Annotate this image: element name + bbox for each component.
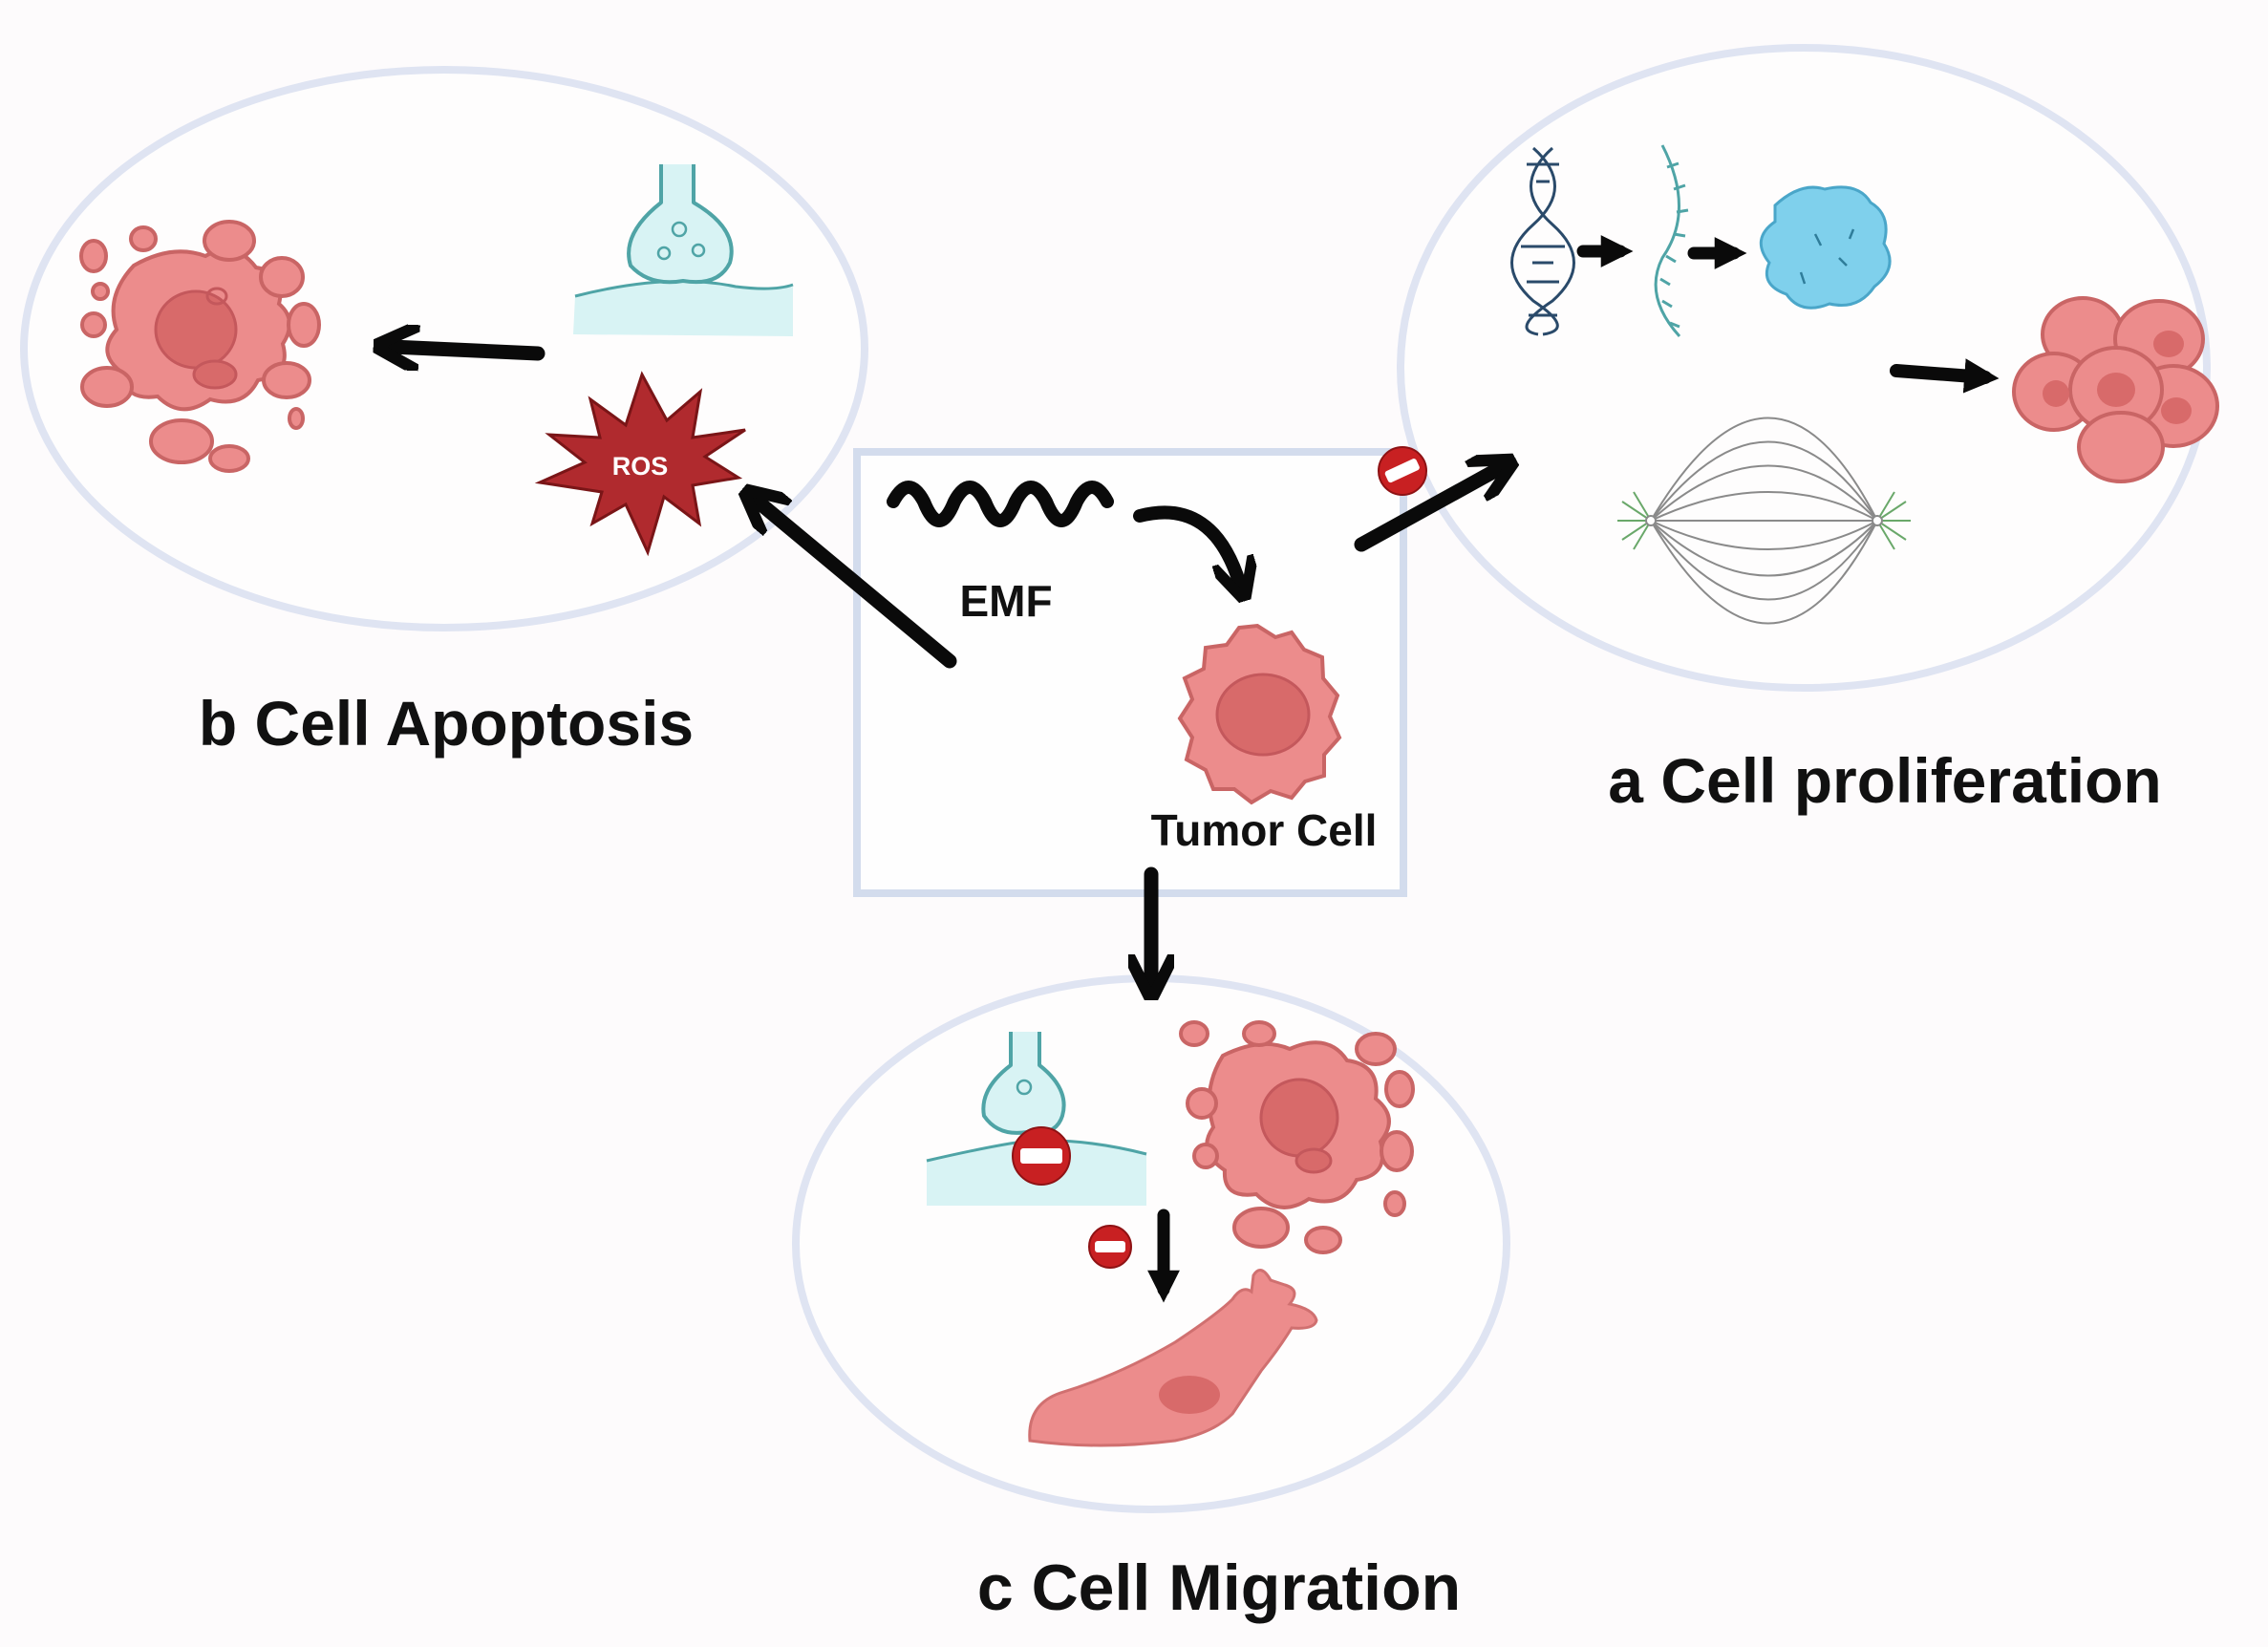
arrow-to-apoptosis [757,501,957,669]
inhibit-icon [1378,446,1427,496]
proliferation-panel [1397,44,2211,692]
fragmented-cell-icon [1179,1020,1415,1254]
spindle-icon [1617,417,1911,625]
wave-icon [887,481,1114,527]
dna-icon [1510,146,1575,336]
proliferation-title: a Cell proliferation [1608,745,2161,816]
fragmented-cell-icon [79,220,321,473]
arrow-to-proliferation [1354,468,1500,552]
apoptosis-title: b Cell Apoptosis [199,688,694,759]
mrna-icon [1654,144,1689,338]
proliferating-cells-icon [2012,296,2219,483]
tumor-cell-icon [1177,623,1342,805]
neuron-synapse-icon [573,164,794,336]
migration-title: c Cell Migration [977,1551,1461,1624]
inhibit-icon [1088,1225,1132,1269]
protein-icon [1759,185,1892,310]
arrow-to-proliferating-cells [1890,358,2000,394]
migrating-cell-icon [1028,1269,1318,1447]
emf-label: EMF [959,576,1052,626]
arrow-ros-to-apoptotic-cells [392,347,546,353]
ros-burst-icon: ROS [534,371,746,557]
arrow-emf-to-cell [1133,505,1240,585]
ros-label: ROS [612,452,669,481]
tumor-cell-label: Tumor Cell [1151,805,1378,855]
inhibit-icon [1012,1126,1071,1186]
